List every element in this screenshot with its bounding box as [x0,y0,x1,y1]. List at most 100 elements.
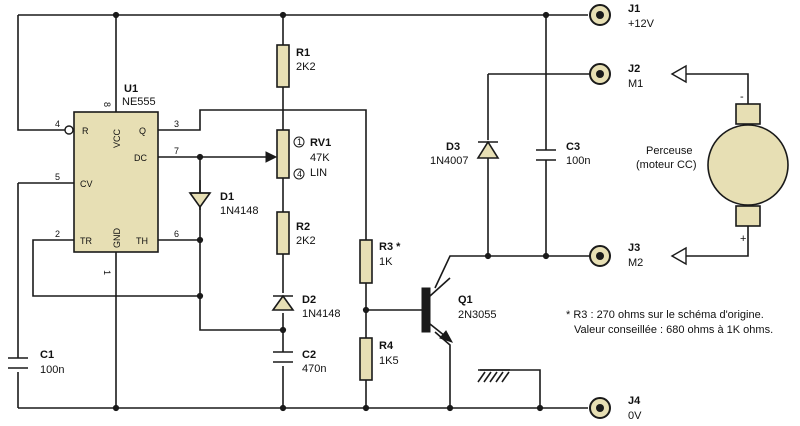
r4-body [359,337,373,381]
r4-ref: R4 [379,340,394,352]
j1-connector: J1 +12V [589,3,655,30]
u1-pin-th: TH [136,236,148,246]
d1-value: 1N4148 [220,205,259,217]
r2-value: 2K2 [296,235,316,247]
rv1-mark-bottom: 4 [297,169,302,179]
d3-diode: D3 1N4007 [430,140,500,167]
rv1-mark-bottom-icon [293,168,305,180]
wire-q-out [158,109,367,240]
j2-connector: J2 M1 [589,63,643,90]
junction-r4-gnd [362,404,370,412]
u1-body [73,111,159,253]
u1-ne555: U1 NE555 R VCC Q DC CV TR GND TH 4 8 3 7… [55,83,179,275]
j1-terminal-hole [596,11,604,19]
c3-capacitor: C3 100n [536,141,590,167]
junction-dc [196,153,204,161]
u1-pin-tr: TR [80,236,92,246]
rv1-extra: LIN [310,167,327,179]
motor-arrow-m1-icon [670,64,687,84]
u1-ref: U1 [124,83,138,95]
r1-value: 2K2 [296,61,316,73]
motor-plus: + [740,233,746,245]
u1-pin-r: R [82,126,89,136]
ground-symbol [477,369,510,383]
r2-resistor: R2 2K2 [276,211,316,255]
motor: Perceuse (moteur CC) - + [636,64,789,266]
motor-arrow-m2-icon [670,246,687,266]
wire-motor-minus [672,73,749,104]
motor-label-line2: (moteur CC) [636,159,697,171]
r4-value: 1K5 [379,355,399,367]
q1-base-bar [421,287,431,333]
j2-value: M1 [628,78,643,90]
j2-ref: J2 [628,63,640,75]
rv1-body [276,129,290,179]
q1-emitter-arrow [439,330,454,343]
j4-value: 0V [628,410,642,422]
junctions [112,11,550,412]
note-line1: * R3 : 270 ohms sur le schéma d'origine. [566,309,764,321]
motor-body-icon [707,124,789,206]
note-line2: Valeur conseillée : 680 ohms à 1K ohms. [574,324,773,336]
u1-pin-cv: CV [80,179,93,189]
u1-pin-vcc: VCC [112,128,122,148]
junction-d3-bottom [484,252,492,260]
d2-value: 1N4148 [302,308,341,320]
d2-ref: D2 [302,294,316,306]
u1-pin-dc: DC [134,153,147,163]
q1-collector-lead [429,277,451,297]
j1-ref: J1 [628,3,640,15]
q1-value: 2N3055 [458,309,497,321]
motor-minus: - [740,91,744,103]
u1-pin-gnd: GND [112,228,122,249]
rv1-potentiometer: 1 4 RV1 47K LIN [265,129,331,180]
wire-reset [17,15,66,131]
j4-connector: J4 0V [589,395,642,422]
motor-label-line1: Perceuse [646,145,692,157]
u1-reset-bubble [64,125,74,135]
wire-emitter [434,331,451,408]
c2-capacitor: C2 470n [273,349,326,375]
j3-ref: J3 [628,242,640,254]
ground-hatch-icon [477,371,510,383]
d1-ref: D1 [220,191,234,203]
wire-tr [32,239,200,297]
r3-ref: R3 * [379,241,401,253]
c3-ref: C3 [566,141,580,153]
u1-pinnum-8: 8 [102,102,112,107]
r2-ref: R2 [296,221,310,233]
q1-transistor: Q1 2N3055 [421,277,497,343]
wire-node-200 [199,157,283,331]
u1-pinnum-5: 5 [55,172,60,182]
u1-pinnum-2: 2 [55,229,60,239]
rv1-value: 47K [310,152,330,164]
j4-terminal-hole [596,404,604,412]
motor-cap-top [735,103,761,125]
j3-connector: J3 M2 [589,242,643,269]
j1-value: +12V [628,18,655,30]
r1-ref: R1 [296,47,310,59]
rv1-mark-top: 1 [297,137,302,147]
c2-ref: C2 [302,349,316,361]
c1-capacitor: C1 100n [8,349,64,376]
note: * R3 : 270 ohms sur le schéma d'origine.… [566,309,773,336]
wire-collector [434,255,598,289]
junction-th [196,236,204,244]
r3-resistor: R3 * 1K [359,239,401,284]
u1-pinnum-1: 1 [102,270,112,275]
u1-pinnum-3: 3 [174,119,179,129]
q1-ref: Q1 [458,294,473,306]
r3-value: 1K [379,256,393,268]
c1-plates [8,357,28,369]
motor-cap-bottom [735,205,761,227]
r3-body [359,239,373,284]
c2-value: 470n [302,363,326,375]
u1-pinnum-7: 7 [174,146,179,156]
d1-triangle [188,192,212,209]
u1-pinnum-6: 6 [174,229,179,239]
d3-ref: D3 [446,141,460,153]
j3-value: M2 [628,257,643,269]
junction-c3-top [542,11,550,19]
c1-value: 100n [40,364,64,376]
